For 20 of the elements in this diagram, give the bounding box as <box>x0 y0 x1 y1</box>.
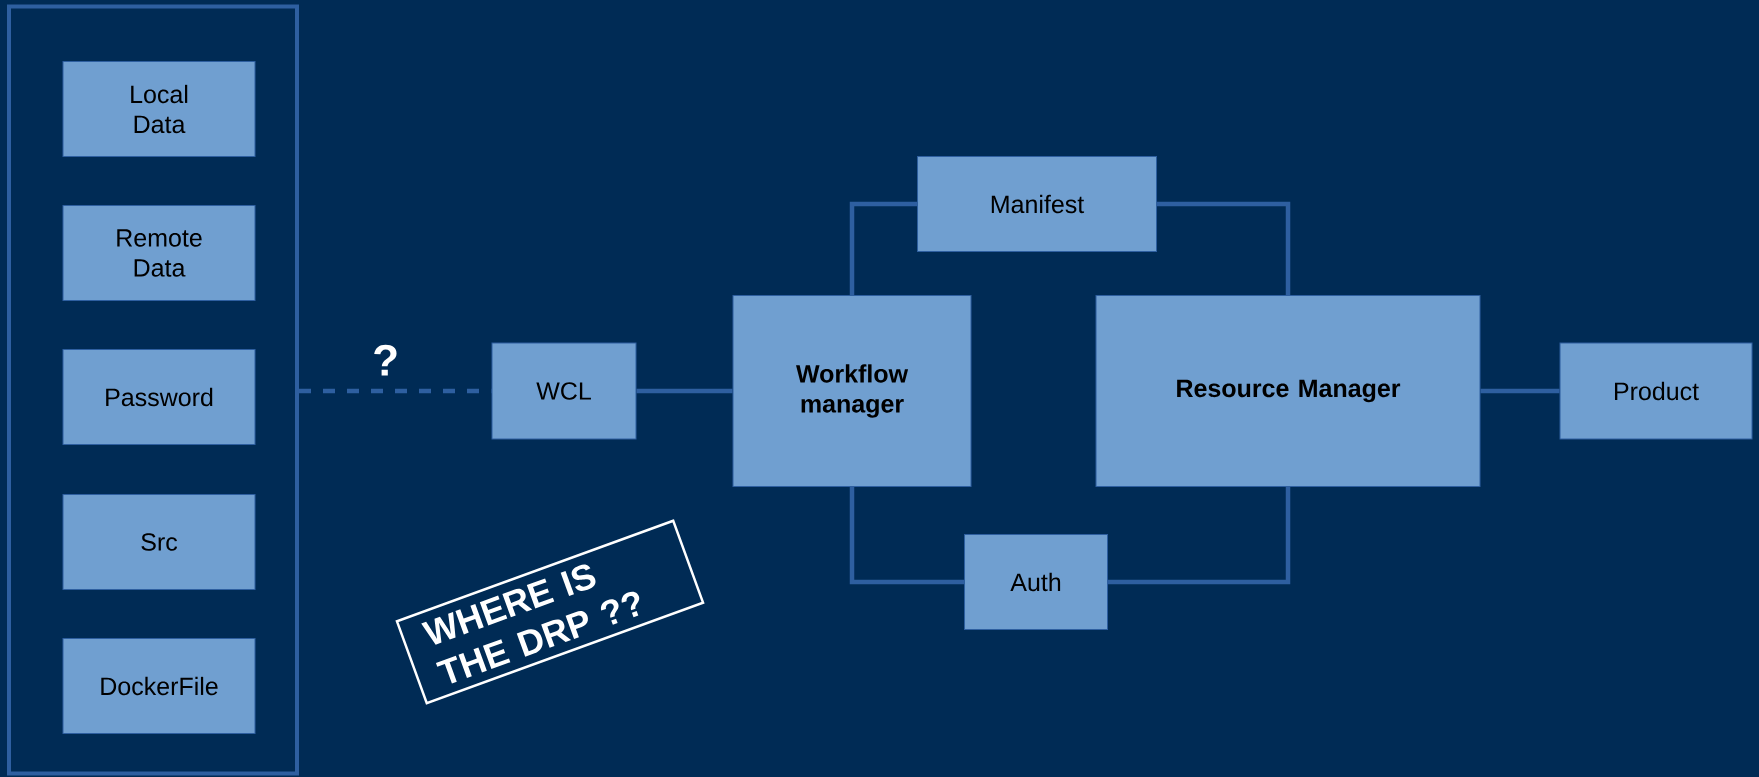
group-frame <box>7 4 299 776</box>
process-box: Product <box>1559 342 1753 440</box>
process-box: Src <box>62 494 256 590</box>
process-box: Remote Data <box>62 205 256 301</box>
process-box: Password <box>62 349 256 445</box>
process-box: Local Data <box>62 61 256 157</box>
connector-line <box>636 388 733 394</box>
connector-line <box>1157 201 1291 295</box>
process-box: Auth <box>964 534 1108 630</box>
process-box: Resource Manager <box>1095 295 1481 487</box>
connector-line <box>299 388 492 394</box>
process-box: Manifest <box>917 156 1157 252</box>
process-box: Workflow manager <box>732 295 972 487</box>
connector-line <box>1480 388 1560 394</box>
process-box: DockerFile <box>62 638 256 734</box>
connector-line <box>1108 487 1291 585</box>
edge-label: ? <box>374 344 397 376</box>
process-box: WCL <box>491 342 637 440</box>
connector-line <box>849 201 917 295</box>
connector-line <box>849 487 964 585</box>
